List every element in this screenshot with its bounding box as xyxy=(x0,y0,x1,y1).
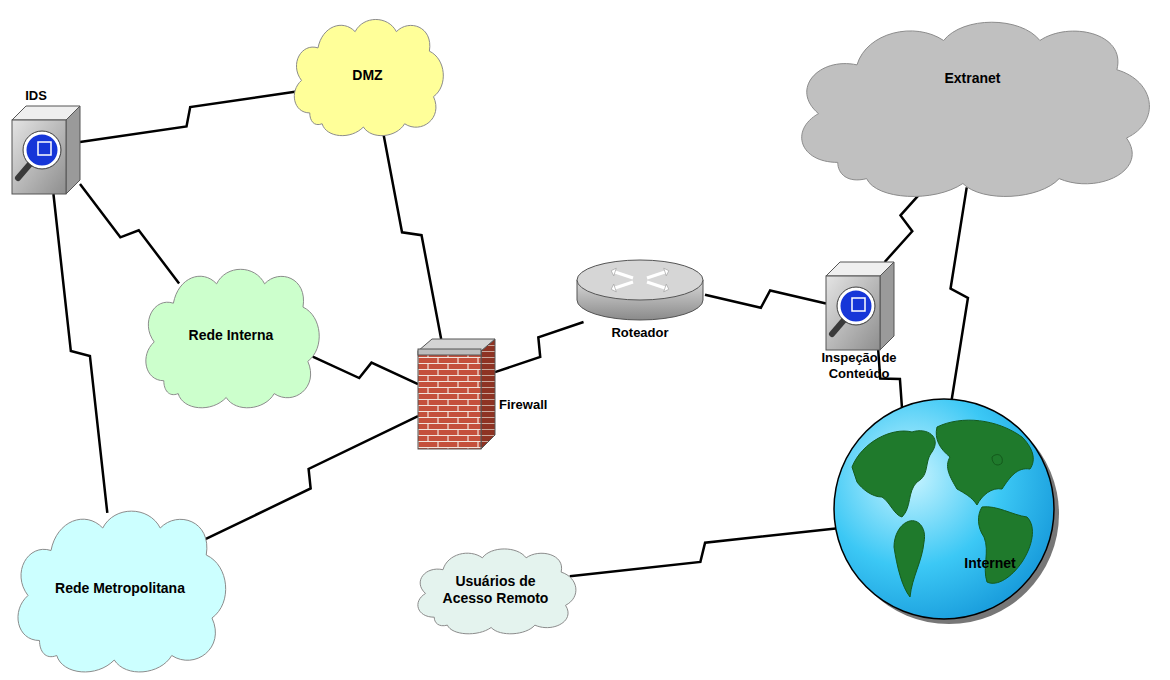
router-arrowhead xyxy=(664,268,669,276)
router-arrow xyxy=(615,282,633,288)
continent xyxy=(936,420,1033,505)
ids-icon xyxy=(12,106,80,194)
network-cloud: Extranet xyxy=(780,8,1165,203)
lightning-link xyxy=(80,184,179,283)
ids-icon xyxy=(826,262,894,350)
internet-globe: Internet xyxy=(832,397,1058,623)
lightning-link xyxy=(495,322,584,372)
network-label: DMZ xyxy=(308,67,428,84)
router-arrowhead xyxy=(664,284,669,292)
lightning-link xyxy=(53,194,107,513)
device-label: Firewall xyxy=(499,397,569,413)
globe-shape xyxy=(832,397,1058,623)
lens-square xyxy=(38,142,51,155)
cloud-outline xyxy=(18,511,226,672)
network-cloud: Rede Interna xyxy=(135,258,327,413)
network-label: Usuários de Acesso Remoto xyxy=(436,573,556,607)
continent xyxy=(992,455,1002,465)
device-label: Roteador xyxy=(570,325,710,341)
lightning-link xyxy=(80,92,297,143)
lightning-link xyxy=(951,187,968,399)
cloud-shape xyxy=(780,8,1165,203)
cloud-outline xyxy=(294,19,443,135)
lightning-link xyxy=(705,290,826,307)
router-top xyxy=(577,260,703,300)
device-label: Inspeção de Conteúdo xyxy=(799,350,919,381)
cloud-outline xyxy=(146,269,319,407)
network-label: Internet xyxy=(940,555,1040,572)
router-icon xyxy=(575,258,705,322)
router-arrow xyxy=(615,272,633,278)
magnifier-lens xyxy=(25,133,59,167)
magnifier-rim xyxy=(23,131,61,169)
box-front xyxy=(12,120,66,194)
box-front xyxy=(826,276,880,350)
router-device: Roteador xyxy=(570,255,710,347)
continent xyxy=(894,521,925,597)
cloud-outline xyxy=(418,549,576,634)
firewall-device: Firewall xyxy=(415,335,570,453)
lens-square xyxy=(852,298,865,311)
cloud-outline xyxy=(802,22,1150,196)
lightning-link xyxy=(570,528,836,576)
network-cloud: Usuários de Acesso Remoto xyxy=(408,542,583,637)
router-arrow xyxy=(647,272,665,278)
lightning-link xyxy=(382,128,441,339)
network-cloud: DMZ xyxy=(285,10,450,140)
network-label: Extranet xyxy=(873,70,1073,87)
magnifier-handle xyxy=(18,164,30,178)
wall-side xyxy=(481,339,495,449)
magnifier-rim xyxy=(837,287,875,325)
continent xyxy=(978,507,1032,584)
magnifier-lens xyxy=(839,289,873,323)
ids-device: IDS xyxy=(8,88,88,194)
network-label: Rede Metropolitana xyxy=(35,580,205,597)
router-arrowhead xyxy=(611,268,616,276)
brick-wall xyxy=(418,351,481,449)
ids-device: Inspeção de Conteúdo xyxy=(799,262,919,380)
magnifier-handle xyxy=(832,320,844,334)
network-label: Rede Interna xyxy=(161,327,301,344)
wall-cap-front xyxy=(418,349,481,355)
router-arrowhead xyxy=(611,284,616,292)
box-side xyxy=(66,106,80,194)
router-arrow xyxy=(647,282,665,288)
lightning-link xyxy=(201,416,418,541)
globe xyxy=(834,399,1054,619)
box-side xyxy=(880,262,894,350)
device-label: IDS xyxy=(8,88,64,104)
network-cloud: Rede Metropolitana xyxy=(5,498,235,678)
continent xyxy=(852,431,935,517)
firewall-icon xyxy=(418,339,495,449)
lightning-link xyxy=(313,357,418,384)
